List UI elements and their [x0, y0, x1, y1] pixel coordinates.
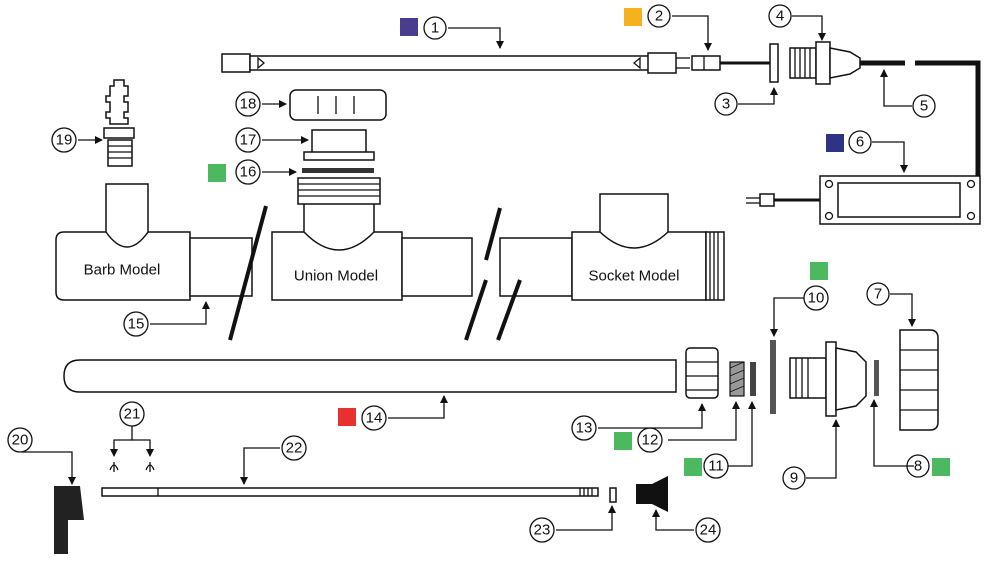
marker-green-10	[810, 262, 828, 280]
svg-text:24: 24	[700, 522, 717, 539]
svg-text:10: 10	[808, 290, 825, 307]
label-barb-model: Barb Model	[84, 262, 161, 279]
part-ring-12	[729, 361, 745, 397]
marker-red-14	[338, 408, 356, 426]
svg-text:18: 18	[240, 96, 257, 113]
callout-24: 24	[695, 517, 721, 543]
marker-green-11	[684, 458, 702, 476]
svg-text:6: 6	[856, 134, 864, 151]
svg-text:2: 2	[655, 8, 663, 25]
svg-text:11: 11	[708, 458, 724, 475]
part-knob	[636, 476, 668, 512]
marker-purple-1	[400, 18, 418, 36]
marker-navy-6	[826, 134, 844, 152]
callout-4: 4	[768, 4, 792, 28]
svg-text:1: 1	[431, 20, 439, 37]
part-cable-gland	[789, 41, 861, 85]
part-bracket	[54, 486, 84, 554]
color-markers	[208, 8, 950, 476]
leader-lines	[22, 15, 916, 531]
part-washer	[769, 43, 779, 83]
callout-6: 6	[848, 130, 872, 154]
callout-16: 16	[235, 159, 261, 185]
part-lamp	[221, 52, 690, 74]
callout-19: 19	[51, 127, 77, 153]
callout-9: 9	[782, 466, 806, 490]
callout-22: 22	[281, 435, 307, 461]
callout-18: 18	[235, 91, 261, 117]
svg-text:3: 3	[722, 96, 730, 113]
svg-text:19: 19	[56, 132, 73, 149]
svg-text:15: 15	[128, 316, 145, 333]
marker-green-16	[208, 164, 226, 182]
svg-text:16: 16	[240, 164, 257, 181]
svg-text:23: 23	[534, 522, 551, 539]
part-connector	[691, 55, 721, 71]
callout-21: 21	[119, 401, 145, 427]
part-compression-nut	[685, 347, 719, 399]
svg-text:13: 13	[576, 420, 593, 437]
svg-text:22: 22	[286, 440, 303, 457]
label-union-model: Union Model	[294, 268, 378, 285]
callouts: 1 2 3 4 5 6 7 8 9 10 11 12 13 14 15 16 1…	[7, 4, 936, 543]
svg-text:9: 9	[790, 470, 798, 487]
label-socket-model: Socket Model	[589, 268, 680, 285]
part-end-cap	[899, 329, 939, 431]
part-bulkhead	[789, 341, 867, 417]
svg-text:12: 12	[642, 432, 659, 449]
svg-text:17: 17	[240, 132, 257, 149]
part-barb-fitting	[103, 79, 135, 167]
callout-20: 20	[7, 427, 33, 453]
callout-23: 23	[529, 517, 555, 543]
callout-8: 8	[906, 454, 930, 478]
svg-text:8: 8	[914, 458, 922, 475]
svg-text:21: 21	[124, 406, 141, 423]
part-housing	[55, 177, 725, 341]
part-ballast	[746, 175, 981, 225]
part-clips	[109, 462, 155, 472]
callout-3: 3	[714, 92, 738, 116]
part-wiper-rod	[101, 487, 599, 497]
marker-orange-2	[624, 8, 642, 26]
marker-green-8	[932, 458, 950, 476]
part-oring	[302, 168, 374, 173]
svg-text:5: 5	[920, 98, 928, 115]
svg-text:4: 4	[776, 8, 784, 25]
callout-7: 7	[866, 282, 890, 306]
callout-10: 10	[803, 285, 829, 311]
part-quartz-sleeve	[63, 359, 677, 393]
callout-1: 1	[423, 16, 447, 40]
part-union-nut	[289, 89, 387, 121]
callout-17: 17	[235, 127, 261, 153]
svg-text:14: 14	[366, 410, 383, 427]
callout-12: 12	[637, 427, 663, 453]
part-gasket-10	[770, 340, 776, 414]
part-ring-11	[750, 362, 756, 396]
svg-text:7: 7	[874, 286, 882, 303]
callout-11: 11	[703, 453, 729, 479]
part-gasket-8	[874, 360, 879, 396]
callout-14: 14	[361, 405, 387, 431]
callout-13: 13	[571, 415, 597, 441]
callout-15: 15	[123, 311, 149, 337]
callout-5: 5	[912, 94, 936, 118]
svg-text:20: 20	[12, 432, 29, 449]
marker-green-12	[614, 432, 632, 450]
callout-2: 2	[647, 4, 671, 28]
part-union-tailpiece	[303, 129, 375, 161]
part-pin	[609, 487, 617, 503]
